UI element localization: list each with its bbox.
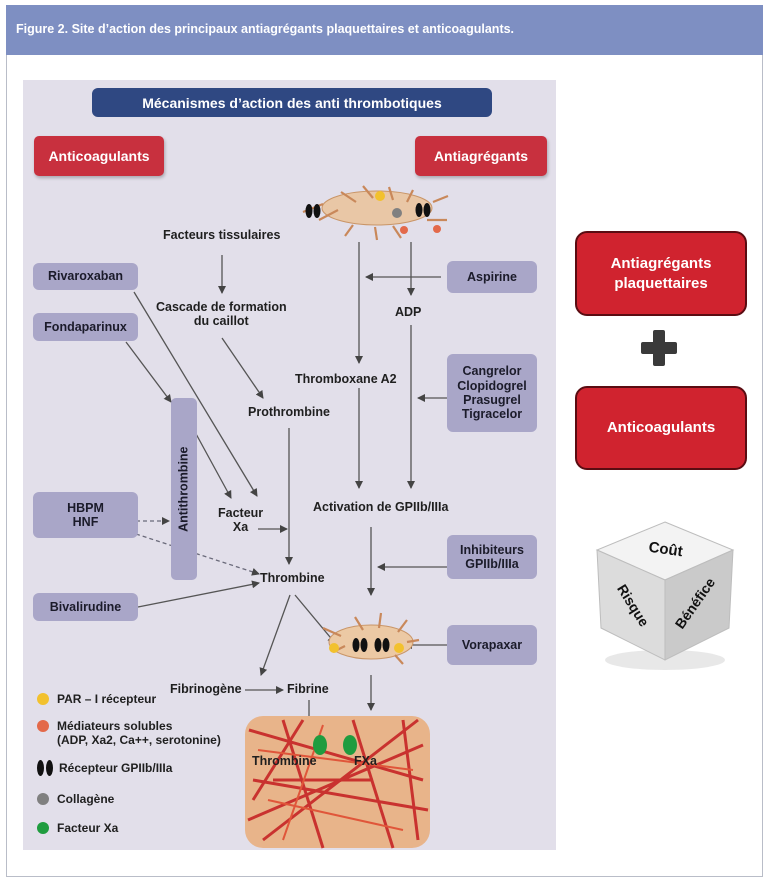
- platelet-middle-image: [322, 612, 420, 665]
- platelet-top-image: [302, 185, 449, 241]
- drug-fondaparinux: Fondaparinux: [33, 313, 138, 341]
- legend-label-line1: Médiateurs solubles: [57, 719, 173, 733]
- legend-item-collagene: Collagène: [37, 792, 114, 806]
- diagram-panel: Mécanismes d’action des anti thrombotiqu…: [23, 80, 556, 850]
- orange-dot-icon: [37, 720, 49, 732]
- legend-item-facteur-xa: Facteur Xa: [37, 821, 118, 835]
- drug-cangrelor: Cangrelor: [462, 364, 522, 379]
- drug-p2y12-group: Cangrelor Clopidogrel Prasugrel Tigracel…: [447, 354, 537, 432]
- antithrombine-label: Antithrombine: [176, 446, 191, 532]
- plus-icon: [641, 330, 677, 366]
- box1-line1: Antiagrégants: [610, 255, 712, 272]
- legend-label-line2: (ADP, Xa2, Ca++, serotonine): [57, 733, 221, 748]
- antiagregants-header: Antiagrégants: [415, 136, 547, 176]
- gray-dot-icon: [37, 793, 49, 805]
- clot-label-thrombine: Thrombine: [252, 754, 317, 768]
- figure-caption: Figure 2. Site d’action des principaux a…: [16, 22, 515, 36]
- drug-gp-inhibitors: Inhibiteurs GPIIb/IIIa: [447, 535, 537, 579]
- node-cascade: Cascade de formation du caillot: [156, 300, 287, 329]
- drug-hbpm: HBPM: [67, 500, 104, 515]
- node-fibrine: Fibrine: [287, 682, 329, 696]
- node-thromboxane: Thromboxane A2: [295, 372, 397, 386]
- legend-item-par: PAR – I récepteur: [37, 692, 156, 706]
- facteur-xa-line2: Xa: [232, 520, 249, 535]
- legend-label: Collagène: [57, 792, 115, 806]
- antithrombine-bar: Antithrombine: [171, 398, 197, 580]
- drug-clopidogrel: Clopidogrel: [457, 378, 527, 393]
- facteur-xa-line1: Facteur: [218, 506, 264, 520]
- cascade-line2: du caillot: [193, 314, 249, 329]
- caption-bar: Figure 2. Site d’action des principaux a…: [6, 5, 763, 55]
- receptor-icon: [46, 760, 53, 776]
- legend-item-mediateurs: Médiateurs solubles (ADP, Xa2, Ca++, ser…: [37, 719, 221, 748]
- node-facteurs-tissulaires: Facteurs tissulaires: [163, 228, 281, 242]
- legend-label: Facteur Xa: [57, 821, 119, 835]
- clot-label-fxa: FXa: [354, 754, 377, 768]
- drug-prasugrel: Prasugrel: [463, 393, 521, 407]
- legend-label: PAR – I récepteur: [57, 692, 157, 706]
- node-activation-gp: Activation de GPIIb/IIIa: [313, 500, 449, 514]
- box1-line2: plaquettaires: [614, 274, 708, 292]
- receptor-icon: [37, 760, 44, 776]
- node-prothrombine: Prothrombine: [248, 405, 330, 419]
- dice-cout: Coût: [648, 539, 684, 561]
- drug-hnf: HNF: [72, 515, 99, 529]
- gp-inhib-line1: Inhibiteurs: [460, 542, 524, 557]
- gp-inhib-line2: GPIIb/IIIa: [465, 557, 519, 571]
- cascade-line1: Cascade de formation: [156, 300, 287, 314]
- dice-image: Coût Risque Bénéfice: [595, 521, 735, 670]
- fibrin-clot-image: [245, 716, 430, 849]
- drug-rivaroxaban: Rivaroxaban: [33, 263, 138, 290]
- antiagregants-plaquettaires-box: Antiagrégants plaquettaires: [575, 231, 747, 316]
- drug-bivalirudine: Bivalirudine: [33, 593, 138, 621]
- node-adp: ADP: [395, 305, 422, 319]
- legend-item-gp-receptor: Récepteur GPIIb/IIIa: [37, 760, 172, 776]
- node-fibrinogene: Fibrinogène: [170, 682, 242, 696]
- node-facteur-xa: Facteur Xa: [218, 506, 263, 535]
- diagram-title: Mécanismes d’action des anti thrombotiqu…: [92, 88, 492, 117]
- legend-label: Récepteur GPIIb/IIIa: [59, 761, 173, 775]
- diagram-arrows: [125, 185, 449, 849]
- drug-vorapaxar: Vorapaxar: [447, 625, 537, 665]
- drug-hbpm-hnf: HBPM HNF: [33, 492, 138, 538]
- drug-tigracelor: Tigracelor: [461, 407, 523, 422]
- drug-aspirine: Aspirine: [447, 261, 537, 293]
- node-thrombine: Thrombine: [260, 571, 325, 585]
- legend-label: Médiateurs solubles (ADP, Xa2, Ca++, ser…: [57, 719, 221, 748]
- anticoagulants-box: Anticoagulants: [575, 386, 747, 470]
- anticoagulants-header: Anticoagulants: [34, 136, 164, 176]
- yellow-dot-icon: [37, 693, 49, 705]
- green-dot-icon: [37, 822, 49, 834]
